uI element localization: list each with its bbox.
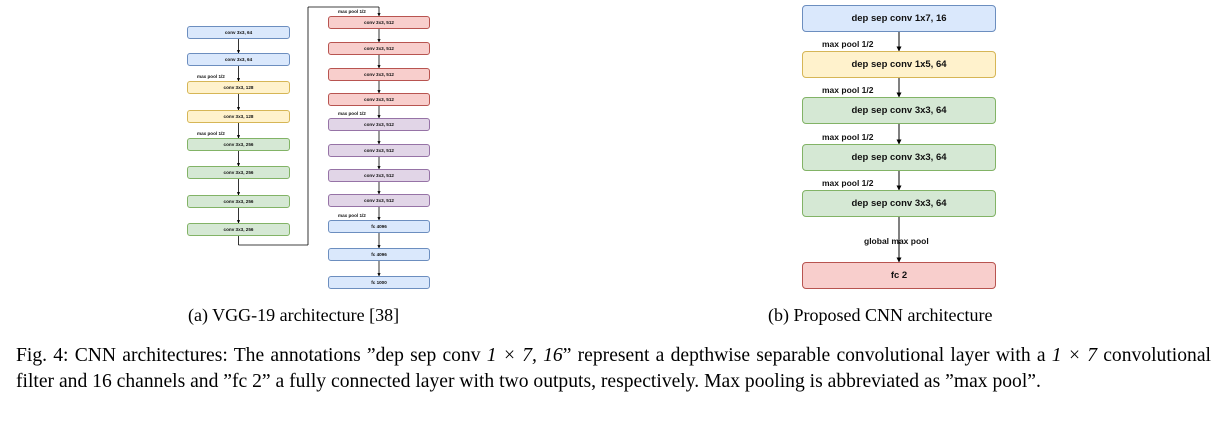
vgg-max-pool-label: max pool 1/2 [338,9,366,14]
vgg-layer-box: conv 3x3, 64 [187,53,290,66]
caption-math-2: 1 × 7 [1051,345,1098,366]
vgg-layer-box: conv 3x3, 512 [328,42,430,55]
figure-caption: Fig. 4: CNN architectures: The annotatio… [16,343,1211,395]
vgg-max-pool-label: max pool 1/2 [197,74,225,79]
proposed-layer-box: dep sep conv 3x3, 64 [802,190,996,217]
proposed-max-pool-label: max pool 1/2 [822,39,874,49]
vgg-layer-box: conv 3x3, 512 [328,93,430,106]
proposed-max-pool-label: max pool 1/2 [822,178,874,188]
vgg-layer-box: conv 3x3, 256 [187,195,290,208]
connector-layer [236,6,902,277]
diagram-area: conv 3x3, 64 conv 3x3, 64 conv 3x3, 128 max… [187,5,996,289]
proposed-global-pool-label: global max pool [864,236,929,246]
proposed-layer-box: dep sep conv 3x3, 64 [802,144,996,171]
vgg-layer-box: conv 3x3, 512 [328,118,430,131]
caption-math-1: 1 × 7, 16 [486,345,563,366]
vgg-layer-box: fc 4096 [328,220,430,233]
vgg-layer-box: fc 4096 [328,248,430,261]
proposed-max-pool-label: max pool 1/2 [822,132,874,142]
caption-text-3: convolutional filter and 16 channels and… [16,345,1211,392]
vgg-layer-box: conv 3x3, 512 [328,16,430,29]
caption-text-2: ” represent a depthwise separable convol… [562,345,1052,366]
vgg-max-pool-label: max pool 1/2 [338,213,366,218]
vgg-layer-box: conv 3x3, 512 [328,169,430,182]
vgg-layer-box: conv 3x3, 64 [187,26,290,39]
vgg-max-pool-label: max pool 1/2 [197,131,225,136]
vgg-layer-box: conv 3x3, 512 [328,194,430,207]
proposed-layer-box: dep sep conv 1x5, 64 [802,51,996,78]
vgg-layer-box: fc 1000 [328,276,430,289]
vgg-layer-box: conv 3x3, 512 [328,144,430,157]
vgg19-caption: (a) VGG-19 architecture [38] [188,305,400,325]
proposed-layer-box: dep sep conv 3x3, 64 [802,97,996,124]
vgg-layer-box: conv 3x3, 256 [187,138,290,151]
vgg-layer-box: conv 3x3, 128 [187,110,290,123]
vgg-layer-box: conv 3x3, 256 [187,223,290,236]
vgg-layer-box: conv 3x3, 512 [328,68,430,81]
vgg-layer-box: conv 3x3, 128 [187,81,290,94]
vgg-layer-box: conv 3x3, 256 [187,166,290,179]
proposed-layer-box: fc 2 [802,262,996,289]
vgg-max-pool-label: max pool 1/2 [338,111,366,116]
proposed-layer-box: dep sep conv 1x7, 16 [802,5,996,32]
caption-text-1: Fig. 4: CNN architectures: The annotatio… [16,345,487,366]
proposed-cnn-caption: (b) Proposed CNN architecture [768,305,993,325]
proposed-max-pool-label: max pool 1/2 [822,85,874,95]
